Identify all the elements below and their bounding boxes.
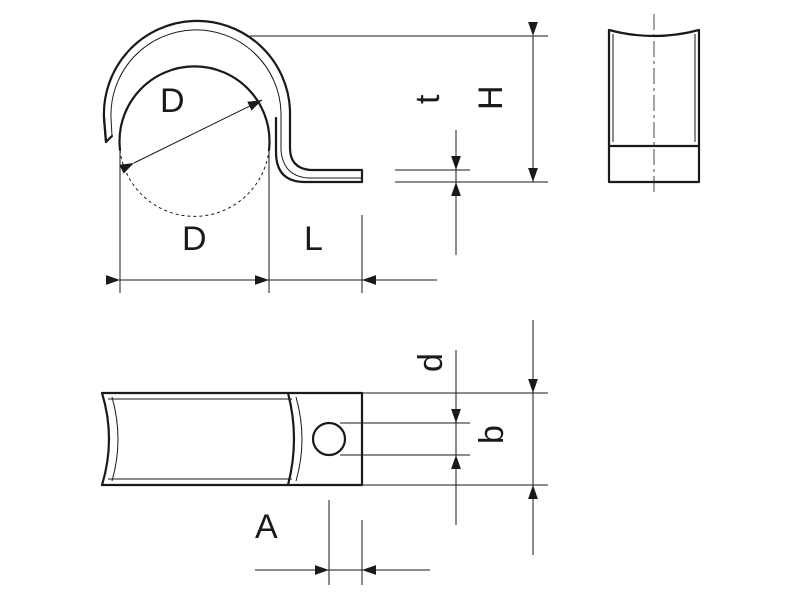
clamp-band-inner bbox=[110, 29, 362, 179]
height-label: H bbox=[472, 85, 510, 110]
clamp-band-outer bbox=[102, 19, 364, 184]
pipe-circle-visible bbox=[118, 65, 271, 152]
top-band-left-edge bbox=[111, 396, 119, 482]
top-outline bbox=[100, 391, 364, 487]
diameter-label-top: D bbox=[160, 82, 185, 120]
hole-label: d bbox=[412, 353, 450, 372]
mounting-hole bbox=[311, 421, 347, 457]
side-profile bbox=[607, 28, 701, 184]
front-view: D D L t H bbox=[102, 19, 548, 293]
top-view: d b A bbox=[100, 320, 548, 585]
diameter-leader bbox=[119, 99, 263, 174]
clamp-tip bbox=[102, 116, 114, 144]
top-band-right-edge bbox=[286, 391, 296, 487]
offset-label: A bbox=[255, 508, 278, 546]
top-band-right-inner bbox=[295, 396, 303, 482]
diameter-label-bottom: D bbox=[182, 220, 207, 258]
thickness-label: t bbox=[409, 94, 447, 104]
side-view bbox=[607, 14, 701, 196]
pipe-circle-hidden bbox=[119, 149, 270, 217]
length-label: L bbox=[304, 220, 323, 258]
width-label: b bbox=[473, 425, 511, 444]
